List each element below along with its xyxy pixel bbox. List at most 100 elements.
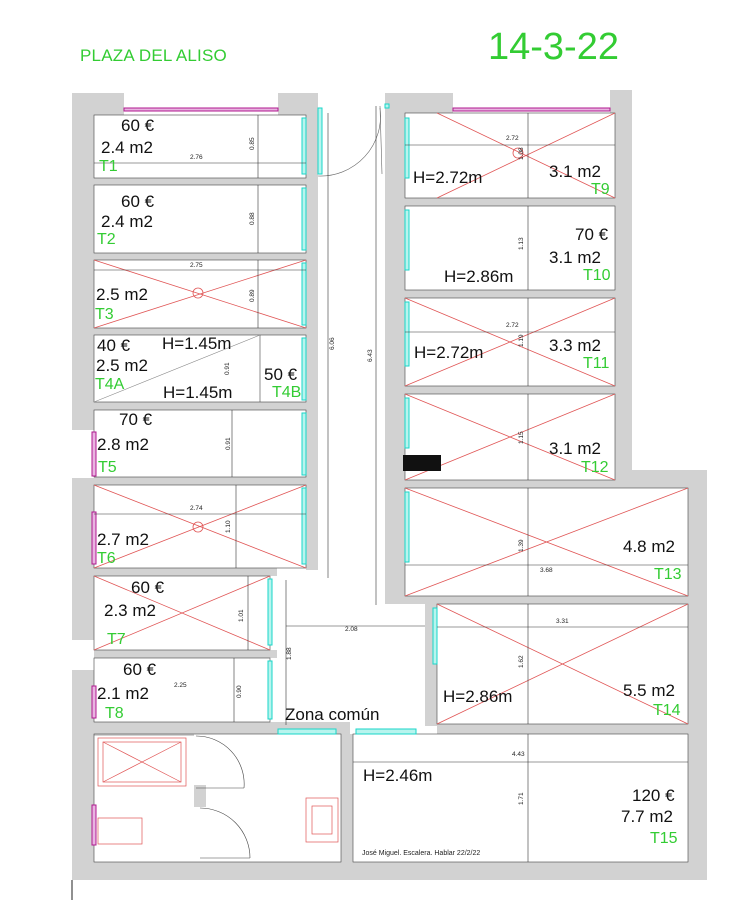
corridor-left-length: 6.06 <box>329 337 336 350</box>
t13-id: T13 <box>654 566 682 583</box>
t15-height: H=2.46m <box>363 766 433 785</box>
wall <box>72 178 312 185</box>
t2-id: T2 <box>97 231 116 248</box>
wall <box>437 724 688 734</box>
wall <box>72 650 277 658</box>
t14-depth: 1.62 <box>518 655 525 668</box>
wall <box>194 785 206 807</box>
t6-id: T6 <box>97 550 116 567</box>
t14-width: 3.31 <box>556 618 569 625</box>
t11-id: T11 <box>583 355 610 372</box>
wall <box>72 430 94 478</box>
bathroom-fixtures <box>97 737 339 845</box>
wall <box>72 93 94 880</box>
wall <box>688 470 707 880</box>
t15-depth: 1.71 <box>518 792 525 805</box>
wall <box>610 90 632 113</box>
t12-depth: 1.15 <box>518 431 525 444</box>
t3-width: 2.75 <box>190 262 203 269</box>
t2-area: 2.4 m2 <box>101 212 153 231</box>
wall <box>405 198 617 206</box>
toilet <box>97 817 143 845</box>
t13-depth: 1.39 <box>518 539 525 552</box>
t7-id: T7 <box>107 631 126 648</box>
t11-width: 2.72 <box>506 322 519 329</box>
t15-price: 120 € <box>632 786 675 805</box>
bath-doors <box>195 735 251 859</box>
wall <box>385 93 453 113</box>
door-swing <box>317 107 381 177</box>
footnote: José Miguel. Escalera. Hablar 22/2/22 <box>362 850 481 857</box>
walls <box>72 90 707 880</box>
common-zone-label: Zona común <box>285 705 380 724</box>
t15-id: T15 <box>650 830 678 847</box>
t15-width: 4.43 <box>512 751 525 758</box>
wall <box>72 477 312 485</box>
outline <box>93 733 342 863</box>
t10-area: 3.1 m2 <box>549 248 601 267</box>
common-depth: 1.88 <box>286 647 293 660</box>
t4a-id: T4A <box>95 376 125 393</box>
t4a-height-bottom: H=1.45m <box>163 383 233 402</box>
t4a-price: 40 € <box>97 336 131 355</box>
t9-height: H=2.72m <box>413 168 483 187</box>
t5-id: T5 <box>98 459 117 476</box>
t9-area: 3.1 m2 <box>549 162 601 181</box>
t4a-depth: 0.91 <box>224 362 231 375</box>
wall <box>72 93 124 115</box>
t9-depth: 1.08 <box>518 147 525 160</box>
wall <box>278 93 318 115</box>
wall <box>405 596 688 604</box>
t14-id: T14 <box>653 702 681 719</box>
building-name: PLAZA DEL ALISO <box>80 46 227 65</box>
t13-width: 3.68 <box>540 567 553 574</box>
t1-depth: 0.85 <box>249 137 256 150</box>
t11-area: 3.3 m2 <box>549 336 601 355</box>
t2-price: 60 € <box>121 192 155 211</box>
wall <box>72 862 707 880</box>
t14-area: 5.5 m2 <box>623 681 675 700</box>
t3-id: T3 <box>95 306 114 323</box>
t4b-price: 50 € <box>264 365 298 384</box>
common-width: 2.08 <box>345 626 358 633</box>
t4a-height-top: H=1.45m <box>162 334 232 353</box>
t1-area: 2.4 m2 <box>101 138 153 157</box>
t13-area: 4.8 m2 <box>623 537 675 556</box>
t10-id: T10 <box>583 267 611 284</box>
t5-area: 2.8 m2 <box>97 435 149 454</box>
t12-id: T12 <box>581 459 609 476</box>
t9-id: T9 <box>591 181 610 198</box>
wall <box>72 640 94 670</box>
t8-area: 2.1 m2 <box>97 684 149 703</box>
t6-depth: 1.10 <box>225 520 232 533</box>
t7-price: 60 € <box>131 578 165 597</box>
t15-area: 7.7 m2 <box>621 807 673 826</box>
wall <box>615 110 632 488</box>
t5-price: 70 € <box>119 410 153 429</box>
wall <box>72 253 312 260</box>
wall <box>94 734 194 736</box>
t9-width: 2.72 <box>506 135 519 142</box>
windows <box>267 103 438 735</box>
t11-depth: 1.19 <box>518 334 525 347</box>
sink <box>305 797 339 843</box>
wall <box>615 470 707 488</box>
t10-price: 70 € <box>575 225 609 244</box>
plan-date: 14-3-22 <box>488 26 619 68</box>
t8-width: 2.25 <box>174 682 187 689</box>
t1-price: 60 € <box>121 116 155 135</box>
t5-depth: 0.91 <box>225 437 232 450</box>
dimension-lines <box>94 106 688 862</box>
t8-price: 60 € <box>123 660 157 679</box>
wall <box>72 328 312 335</box>
t11-height: H=2.72m <box>414 343 484 362</box>
t7-depth: 1.01 <box>238 609 245 622</box>
wall <box>405 480 617 488</box>
t6-width: 2.74 <box>190 505 203 512</box>
t4a-area: 2.5 m2 <box>96 356 148 375</box>
t10-depth: 1.13 <box>518 237 525 250</box>
shower <box>97 737 187 787</box>
black-block <box>403 455 441 471</box>
